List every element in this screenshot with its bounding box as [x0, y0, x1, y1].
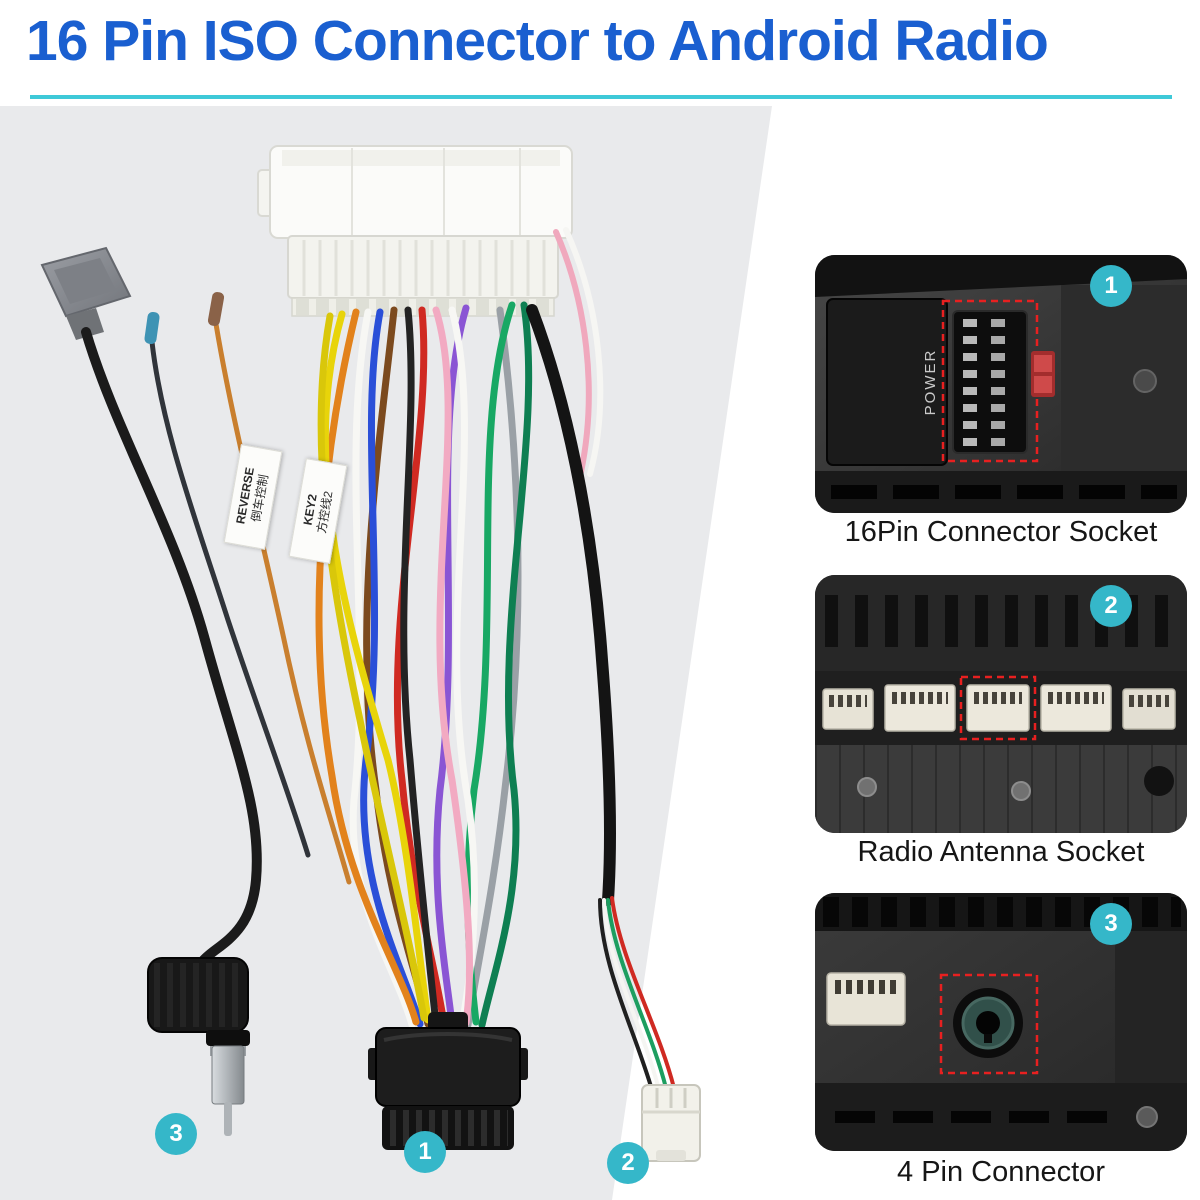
dashed-highlight: [939, 973, 1039, 1075]
screw-icon: [857, 777, 877, 797]
lead-white: [602, 898, 660, 1088]
wire-pink: [432, 306, 474, 1027]
16pin-socket: [952, 310, 1028, 454]
antenna-cable: [81, 327, 262, 967]
brown-ferrule: [207, 292, 225, 326]
screw-icon: [1133, 369, 1157, 393]
wire-white-2: [349, 308, 416, 1029]
wire-black: [400, 306, 440, 1028]
inset-photo-4pin: [815, 893, 1187, 1151]
inset-photo-16pin-socket: POWER: [815, 255, 1187, 513]
inset-panel-4pin: 3: [815, 893, 1187, 1151]
badge-2-inset: 2: [1090, 585, 1132, 627]
black-16pin-connector: [368, 1012, 528, 1150]
four-pin-connector: [641, 1084, 701, 1162]
badge-1-inset: 1: [1090, 265, 1132, 307]
wire-yellow-1: [321, 310, 432, 1024]
four-pin-cable-sheath: [526, 304, 616, 906]
title-underline: [30, 95, 1172, 99]
page-title: 16 Pin ISO Connector to Android Radio: [26, 9, 1049, 73]
screw-icon: [1011, 781, 1031, 801]
wiring-harness-photo: [40, 145, 701, 1162]
white-connector-row: [822, 684, 1176, 732]
four-pin-cable-leads: [598, 896, 676, 1092]
white-connector: [826, 972, 906, 1026]
key2-wire: [207, 292, 352, 885]
wire-pink-dangling: [553, 229, 592, 475]
inset-panel-16pin-socket: POWER 1: [815, 255, 1187, 513]
badge-3-inset: 3: [1090, 903, 1132, 945]
antenna-plug: [147, 957, 250, 1136]
reverse-wire: [144, 311, 311, 858]
wire-dark-green: [478, 301, 533, 1029]
badge-2-main: 2: [607, 1142, 649, 1184]
antenna-round-socket: [953, 988, 1023, 1058]
inset-caption-4pin: 4 Pin Connector: [897, 1156, 1105, 1188]
lead-black: [598, 898, 654, 1092]
wire-yellow-2: [317, 312, 428, 1022]
inset-photo-antenna-socket: [815, 575, 1187, 833]
wire-bundle: [315, 301, 533, 1029]
dashed-highlight: [959, 675, 1037, 741]
wire-blue: [360, 308, 424, 1028]
inset-caption-16pin: 16Pin Connector Socket: [844, 516, 1158, 548]
white-iso-connector: [257, 145, 573, 317]
inset-panel-antenna-socket: 2: [815, 575, 1187, 833]
round-port: [1144, 766, 1174, 796]
wire-white-dangling: [563, 227, 604, 477]
screw-icon: [1136, 1106, 1158, 1128]
lead-red: [610, 896, 676, 1090]
badge-1-main: 1: [404, 1131, 446, 1173]
badge-3-main: 3: [155, 1113, 197, 1155]
power-label: POWER: [922, 349, 939, 416]
wire-orange: [315, 308, 420, 1026]
gray-quadlock-plug: [40, 246, 132, 340]
inset-caption-antenna: Radio Antenna Socket: [857, 836, 1145, 868]
blue-ferrule: [144, 311, 160, 345]
power-module: [826, 298, 948, 466]
lead-green: [606, 898, 668, 1090]
